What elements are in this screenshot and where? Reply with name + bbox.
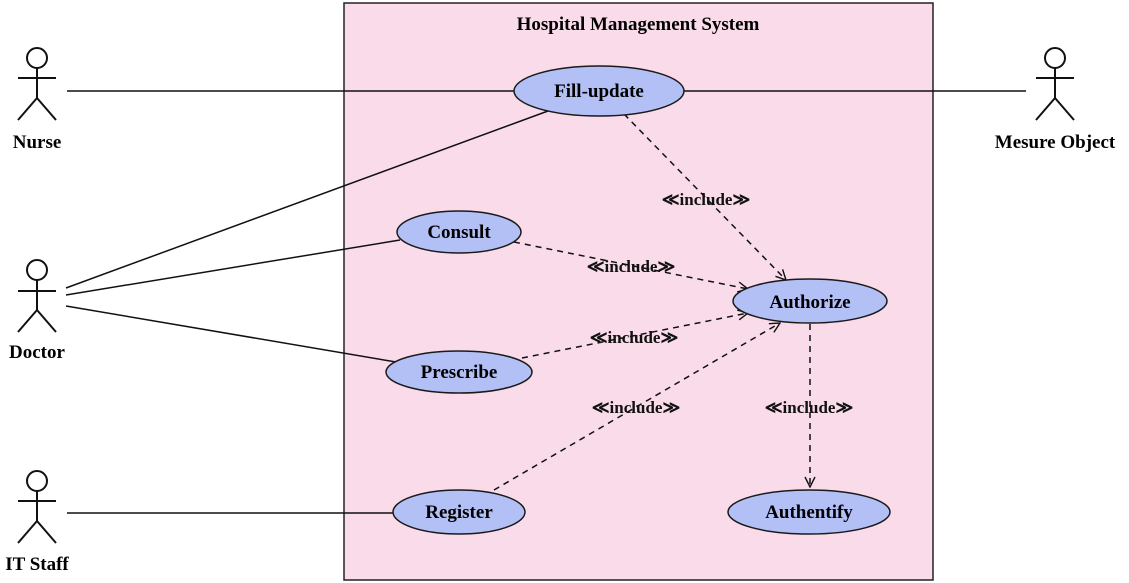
use-case-ellipse [396,210,522,254]
actor-doctor[interactable]: Doctor [9,259,66,363]
use-case-consult[interactable]: Consult [396,210,522,254]
association-lines [65,90,1026,514]
use-case-ellipse [732,278,888,324]
association-doctor-prescribe [65,305,397,363]
actor-label: IT Staff [5,554,69,575]
stick-figure-icon [17,470,57,544]
stick-figure-icon [1035,47,1075,121]
use-case-authorize[interactable]: Authorize [732,278,888,324]
association-doctor-consult [65,239,401,296]
use-case-fill-update[interactable]: Fill-update [513,65,685,117]
actor-label: Doctor [9,342,65,363]
include-prescribe-authorize [521,313,748,359]
include-label: ≪include≫ [587,257,676,276]
use-case-label: Fill-update [554,81,644,102]
include-lines [493,113,810,491]
use-case-ellipse [392,489,526,535]
stick-figure-icon [17,259,57,333]
use-case-ellipse [727,489,891,535]
system-title: Hospital Management System [517,14,760,35]
use-case-label: Authorize [769,292,850,313]
use-case-ellipse [385,350,533,394]
actor-nurse[interactable]: Nurse [13,47,62,153]
use-case-authentify[interactable]: Authentify [727,489,891,535]
use-case-prescribe[interactable]: Prescribe [385,350,533,394]
include-label: ≪include≫ [590,328,679,347]
use-case-ellipse [513,65,685,117]
association-doctor-fill-update [65,110,549,289]
include-register-authorize [493,323,780,491]
stick-figure-icon [17,47,57,121]
include-label: ≪include≫ [592,398,681,417]
include-label: ≪include≫ [662,190,751,209]
actor-label: Nurse [13,132,62,153]
include-fill-update-authorize [623,113,786,280]
actor-label: Mesure Object [995,132,1116,153]
use-case-label: Authentify [765,502,853,523]
actor-mesure-object[interactable]: Mesure Object [995,47,1116,153]
include-label: ≪include≫ [765,398,854,417]
include-labels: ≪include≫ ≪include≫ ≪include≫ ≪include≫ … [587,190,854,417]
use-case-register[interactable]: Register [392,489,526,535]
use-case-label: Consult [427,222,491,243]
use-case-label: Prescribe [421,362,498,383]
actor-it-staff[interactable]: IT Staff [5,470,69,575]
use-case-label: Register [425,502,493,523]
include-consult-authorize [513,241,748,289]
